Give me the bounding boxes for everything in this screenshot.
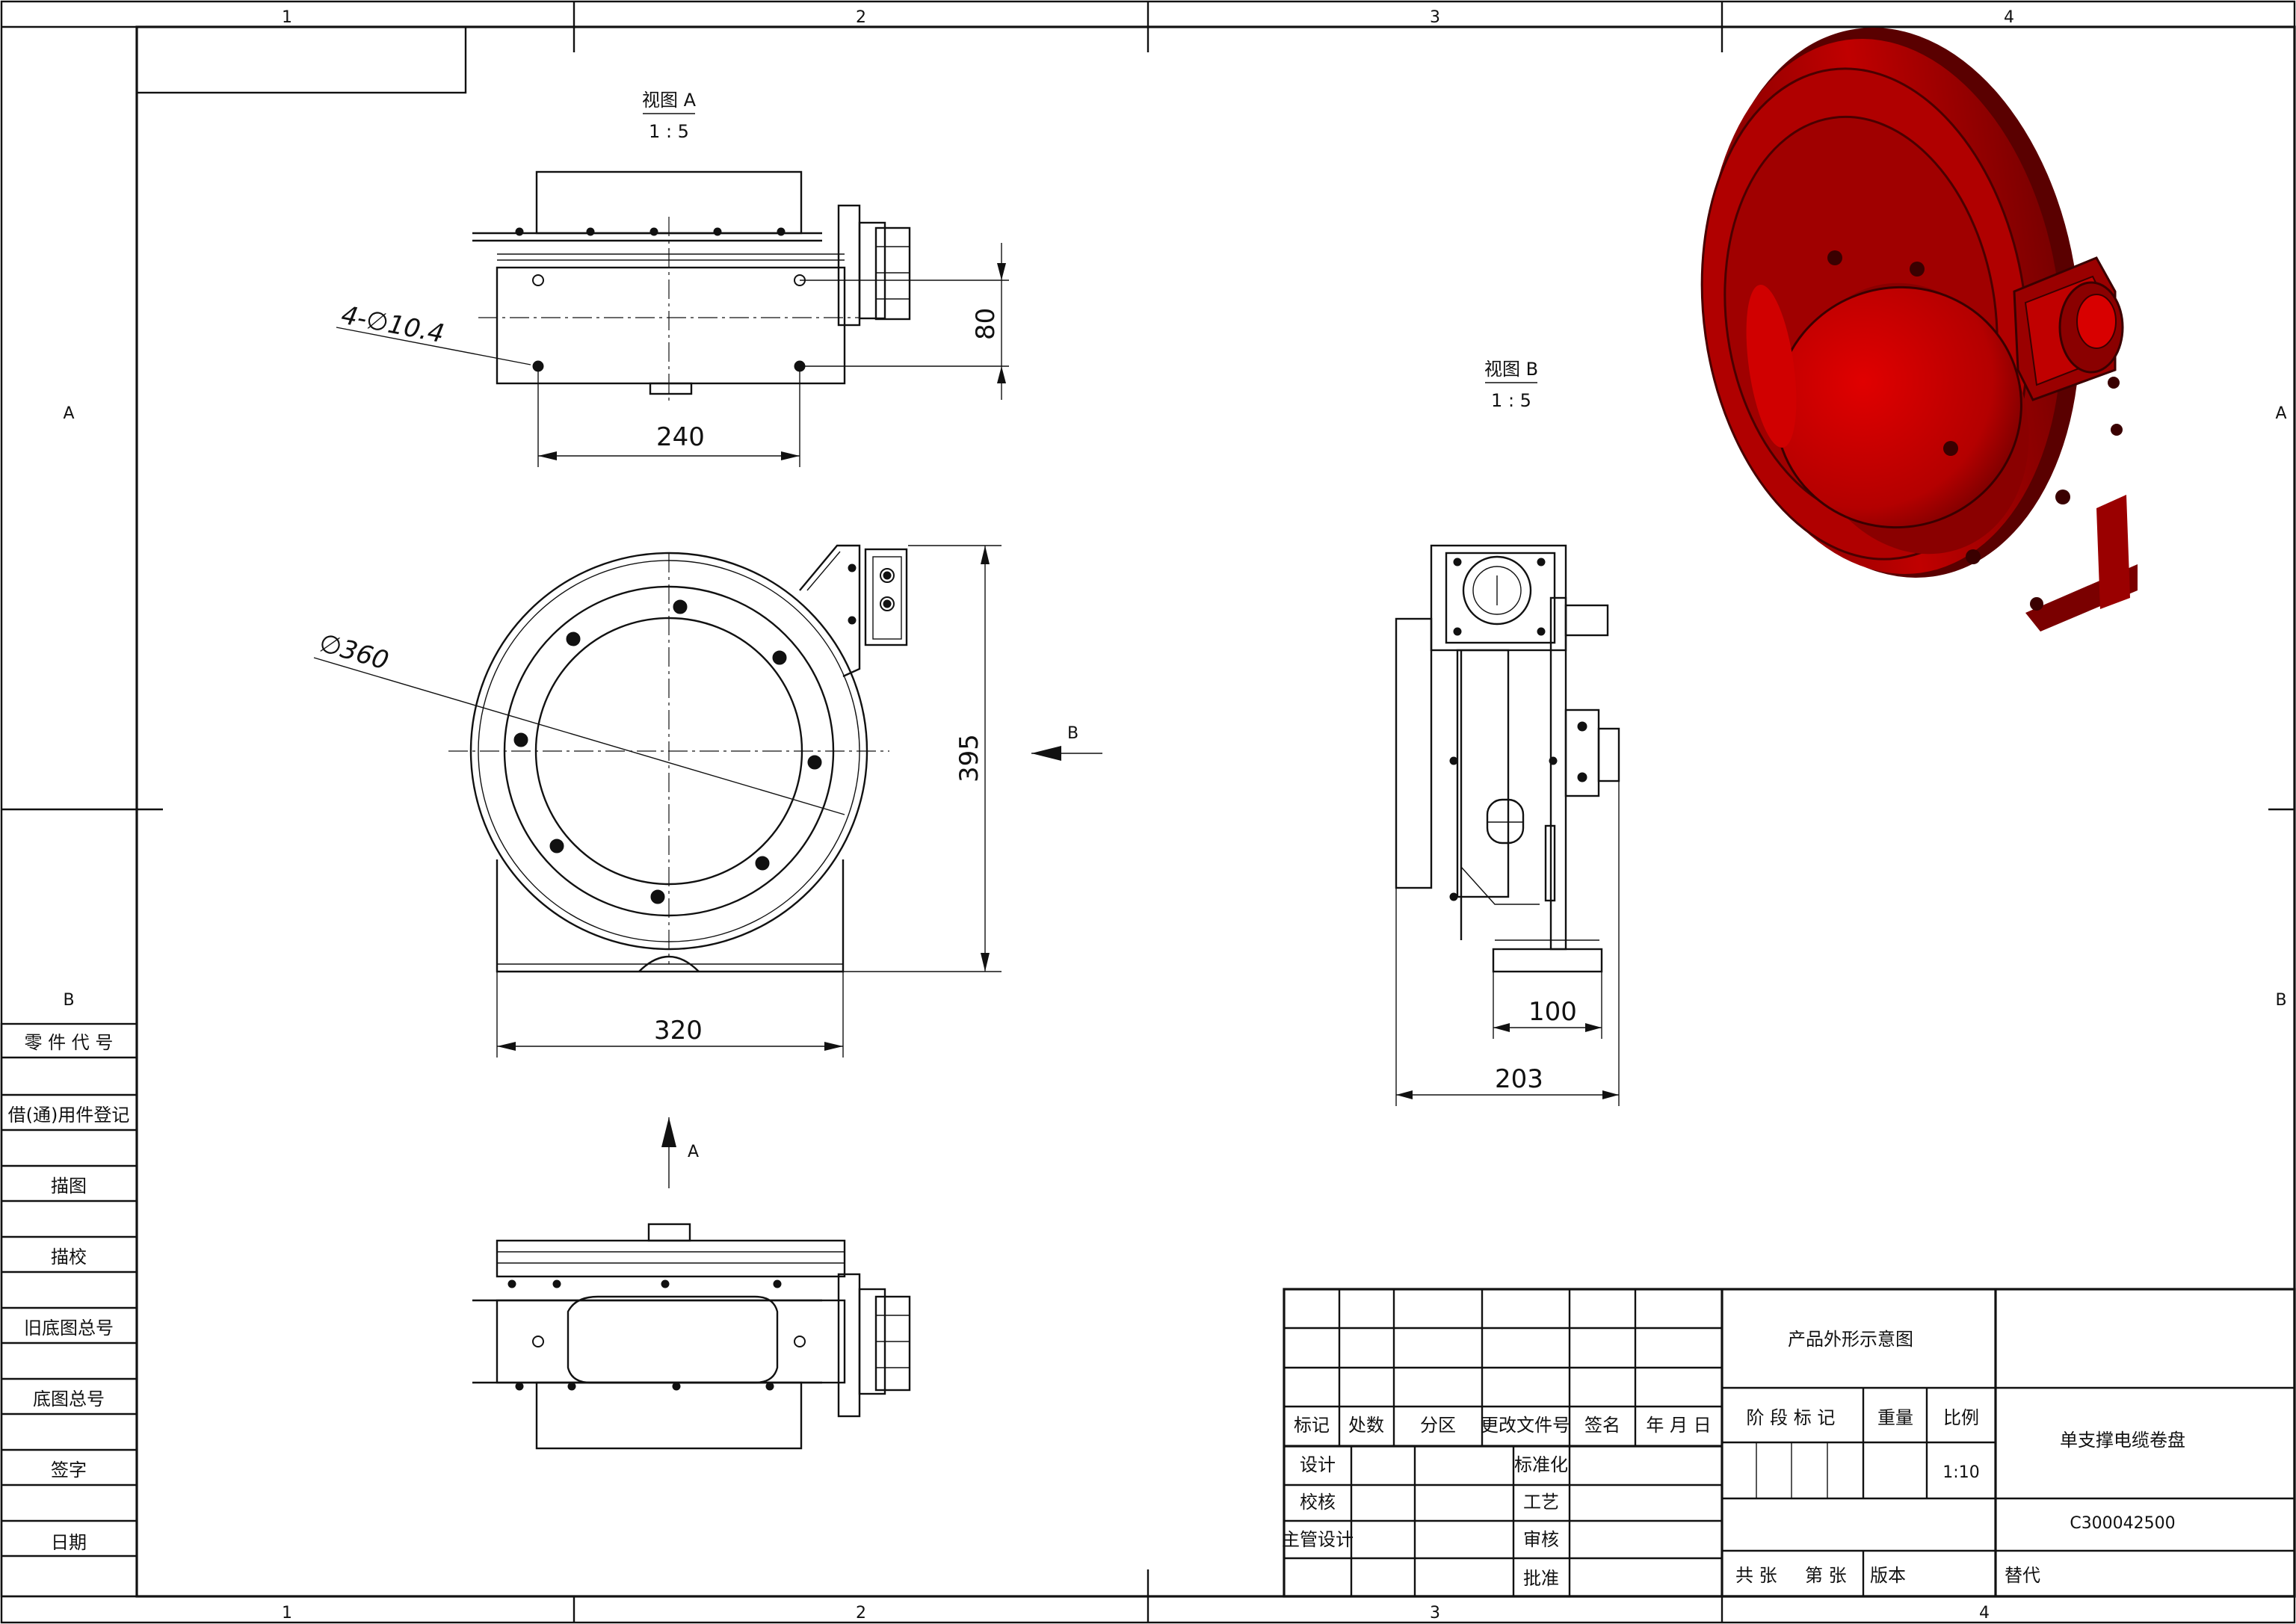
zone-row-a-left: A <box>63 404 74 423</box>
zone-col-2-top: 2 <box>856 8 866 27</box>
view-b-scale: 1 : 5 <box>1491 390 1531 411</box>
name-box <box>135 25 467 94</box>
dim-203: 203 <box>1495 1064 1543 1094</box>
zone-row-a-right: A <box>2275 404 2286 423</box>
dim-360: ∅360 <box>316 628 392 676</box>
render-3d <box>1700 28 2138 632</box>
dim-395: 395 <box>954 734 984 782</box>
tb-header-sign: 签名 <box>1584 1415 1620 1436</box>
tb-header-date: 年 月 日 <box>1646 1415 1711 1436</box>
view-b-title: 视图 B <box>1484 359 1538 380</box>
tb-role-chief: 主管设计 <box>1282 1529 1354 1550</box>
zone-col-3-bottom: 3 <box>1430 1604 1440 1623</box>
zone-col-4-top: 4 <box>2004 8 2014 27</box>
view-b-side: 视图 B 1 : 5 100 <box>1395 359 1620 1106</box>
tb-header-count: 处数 <box>1348 1415 1384 1436</box>
view-a-scale: 1 : 5 <box>649 121 689 142</box>
side-base-number: 底图总号 <box>33 1389 105 1410</box>
tb-drawing-number: C300042500 <box>2070 1514 2175 1533</box>
zone-col-4-bottom: 4 <box>1979 1604 1990 1623</box>
tb-header-zone: 分区 <box>1420 1415 1456 1436</box>
view-a-top: 视图 A 1 : 5 240 <box>336 90 1009 467</box>
side-signature: 签字 <box>51 1460 87 1481</box>
zone-row-b-right: B <box>2275 991 2286 1010</box>
side-trace-check: 描校 <box>51 1247 87 1268</box>
side-part-code: 零 件 代 号 <box>25 1032 114 1053</box>
tb-replaces: 替代 <box>2005 1565 2040 1586</box>
tb-ratio-value: 1:10 <box>1942 1463 1979 1482</box>
zone-col-1-bottom: 1 <box>282 1604 292 1623</box>
dim-320: 320 <box>654 1016 703 1046</box>
side-old-base-number: 旧底图总号 <box>24 1318 114 1339</box>
tb-drawing-title: 产品外形示意图 <box>1788 1329 1913 1350</box>
dim-80: 80 <box>971 308 1001 340</box>
dim-240: 240 <box>656 422 705 452</box>
title-block: 标记 处数 分区 更改文件号 签名 年 月 日 设计 校核 主管设计 标准化 工… <box>1282 1288 2296 1598</box>
dim-100: 100 <box>1528 997 1577 1027</box>
tb-ratio-label: 比例 <box>1943 1407 1979 1428</box>
tb-version: 版本 <box>1870 1565 1906 1586</box>
tb-weight-label: 重量 <box>1877 1407 1913 1428</box>
tb-role-standard: 标准化 <box>1514 1454 1568 1475</box>
tb-role-design: 设计 <box>1300 1454 1336 1475</box>
dim-holes: 4-∅10.4 <box>339 300 446 350</box>
side-date: 日期 <box>51 1532 87 1553</box>
zone-labels: 1 2 3 4 1 2 3 4 A B A B <box>63 8 2286 1623</box>
view-bottom <box>472 1223 911 1450</box>
arrow-a-label: A <box>688 1143 699 1161</box>
side-table: 零 件 代 号 借(通)用件登记 描图 描校 旧底图总号 底图总号 签字 日期 <box>0 1022 138 1598</box>
tb-sheet-number: 第 张 <box>1805 1565 1847 1586</box>
side-borrowed-register: 借(通)用件登记 <box>8 1105 130 1126</box>
arrow-b-label: B <box>1067 724 1078 743</box>
side-tracing: 描图 <box>51 1176 87 1197</box>
tb-role-approve: 批准 <box>1523 1568 1559 1589</box>
tb-header-change-doc: 更改文件号 <box>1481 1415 1570 1436</box>
tb-role-check: 校核 <box>1300 1492 1336 1513</box>
tb-stage-label: 阶 段 标 记 <box>1747 1407 1836 1428</box>
tb-sheet-total: 共 张 <box>1735 1565 1777 1586</box>
tb-role-review: 审核 <box>1523 1529 1559 1550</box>
zone-col-2-bottom: 2 <box>856 1604 866 1623</box>
view-front: 395 320 ∅360 B A <box>313 544 1102 1188</box>
zone-row-b-left: B <box>63 991 74 1010</box>
tb-product-name: 单支撑电缆卷盘 <box>2060 1430 2185 1451</box>
tb-header-mark: 标记 <box>1294 1415 1330 1436</box>
view-a-title: 视图 A <box>642 90 697 111</box>
tb-role-process: 工艺 <box>1523 1492 1559 1513</box>
zone-col-1-top: 1 <box>282 8 292 27</box>
zone-col-3-top: 3 <box>1430 8 1440 27</box>
